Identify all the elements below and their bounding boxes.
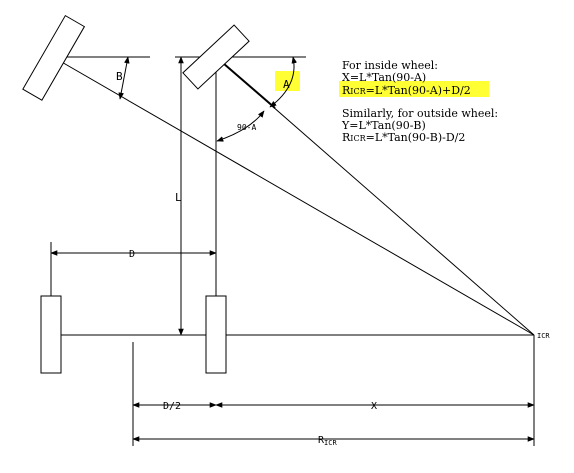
angle-a-arc <box>269 56 298 108</box>
outer-front-wheel <box>22 14 86 101</box>
label-angle-b: B <box>116 70 123 83</box>
label-r: RICR <box>318 435 337 447</box>
outer-rear-wheel <box>40 295 62 374</box>
eq-inside-heading: For inside wheel: <box>342 59 438 72</box>
inner-wheel-ray-thick <box>215 56 276 109</box>
label-angle-90a: 90-A <box>237 123 256 132</box>
label-d2: D/2 <box>163 401 181 412</box>
eq-inside-r: RICR=L*Tan(90-A)+D/2 <box>342 84 471 97</box>
inner-rear-wheel <box>205 295 227 374</box>
eq-inside-x: X=L*Tan(90-A) <box>342 71 426 84</box>
angle-90a-arc <box>216 110 265 142</box>
label-icr: ICR <box>537 332 550 340</box>
label-d: D <box>129 249 135 260</box>
inside-r-highlight <box>339 81 489 97</box>
outer-wheel-ray <box>52 56 535 336</box>
angle-b-arc <box>118 56 130 100</box>
eq-outside-r: RICR=L*Tan(90-B)-D/2 <box>342 131 465 144</box>
inner-front-wheel <box>182 24 250 90</box>
label-l: L <box>175 191 182 204</box>
label-x: X <box>371 401 377 412</box>
eq-outside-y: Y=L*Tan(90-B) <box>341 119 426 132</box>
eq-outside-heading: Similarly, for outside wheel: <box>342 107 498 120</box>
label-angle-a: A <box>283 78 290 91</box>
equations-block: For inside wheel: X=L*Tan(90-A) RICR=L*T… <box>341 59 498 144</box>
